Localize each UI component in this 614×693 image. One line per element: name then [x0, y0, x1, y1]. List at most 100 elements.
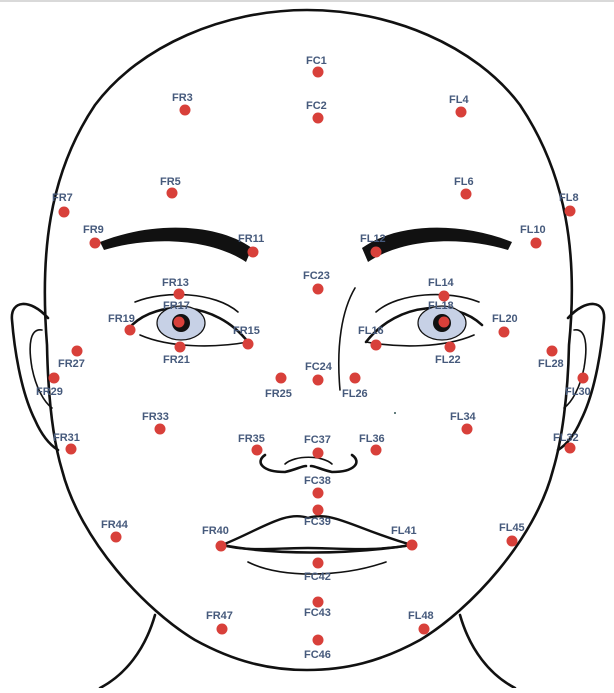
landmark-dot [313, 635, 324, 646]
landmark-label: FL48 [408, 610, 434, 622]
landmark-label: FR11 [238, 233, 264, 245]
landmark-dot [313, 558, 324, 569]
landmark-label: FC1 [306, 55, 327, 67]
landmark-dot [90, 238, 101, 249]
landmark-point: FL36 [359, 433, 385, 456]
landmark-label: FR17 [163, 300, 190, 312]
landmark-dot [371, 340, 382, 351]
landmark-point: FL26 [342, 373, 368, 401]
landmark-label: FC2 [306, 100, 327, 112]
landmark-dot [72, 346, 83, 357]
landmark-label: FL10 [520, 224, 546, 236]
landmark-point: FL48 [408, 610, 434, 635]
speck [394, 412, 396, 414]
landmark-dot [565, 206, 576, 217]
landmark-label: FC24 [305, 361, 333, 373]
landmark-label: FL18 [428, 300, 454, 312]
landmark-label: FC37 [304, 434, 331, 446]
landmark-dot [111, 532, 122, 543]
landmark-label: FR29 [36, 386, 63, 398]
landmark-point: FR44 [101, 519, 129, 543]
nose-tip [285, 457, 332, 464]
landmark-dot [313, 284, 324, 295]
landmark-point: FC39 [304, 505, 331, 529]
landmark-point: FR15 [233, 325, 260, 350]
landmark-point: FL34 [450, 411, 477, 435]
landmark-label: FR47 [206, 610, 233, 622]
landmark-label: FL41 [391, 525, 417, 537]
landmark-label: FL36 [359, 433, 385, 445]
landmark-point: FC37 [304, 434, 331, 459]
landmark-label: FL34 [450, 411, 477, 423]
landmark-dot [371, 247, 382, 258]
landmark-point: FL4 [449, 94, 469, 118]
landmark-point: FR7 [52, 192, 73, 218]
landmark-label: FC38 [304, 475, 331, 487]
landmark-dot [565, 443, 576, 454]
landmark-dot [276, 373, 287, 384]
landmark-label: FR25 [265, 388, 292, 400]
landmark-label: FR13 [162, 277, 189, 289]
landmark-point: FC23 [303, 270, 330, 295]
landmark-dot [167, 188, 178, 199]
landmark-dot [461, 189, 472, 200]
landmark-dot [350, 373, 361, 384]
landmark-label: FL28 [538, 358, 564, 370]
landmark-dot [313, 113, 324, 124]
landmark-point: FC2 [306, 100, 327, 124]
neck-left [100, 615, 155, 688]
landmark-dot [507, 536, 518, 547]
landmark-point: FC24 [305, 361, 333, 386]
landmark-dot [243, 339, 254, 350]
landmark-label: FL32 [553, 432, 579, 444]
landmark-label: FL30 [565, 386, 591, 398]
landmark-point: FC43 [304, 597, 331, 620]
landmark-dot [407, 540, 418, 551]
landmark-dot [445, 342, 456, 353]
landmark-label: FR33 [142, 411, 169, 423]
landmark-point: FL10 [520, 224, 546, 249]
landmark-point: FC46 [304, 635, 331, 662]
landmark-dot [49, 373, 60, 384]
landmark-label: FL4 [449, 94, 469, 106]
landmark-label: FR21 [163, 354, 190, 366]
landmark-dot [174, 317, 185, 328]
landmark-point: FR9 [83, 224, 104, 249]
landmark-label: FC23 [303, 270, 330, 282]
landmark-label: FR7 [52, 192, 73, 204]
landmark-point: FR27 [58, 346, 85, 371]
landmark-point: FL28 [538, 346, 564, 371]
landmark-label: FR3 [172, 92, 193, 104]
landmark-label: FC46 [304, 649, 331, 661]
landmark-point: FR19 [108, 313, 136, 336]
landmark-label: FL20 [492, 313, 518, 325]
landmark-label: FL8 [559, 192, 579, 204]
landmark-dot [248, 247, 259, 258]
landmark-dot [578, 373, 589, 384]
landmark-label: FL14 [428, 277, 455, 289]
points-layer: FC1FC2 FR3 FL4FR5 FL6FR7 FL8FR9 FL10FR11 FL12F… [36, 55, 591, 661]
neck-right [460, 615, 515, 688]
eyebrow-right [100, 228, 252, 262]
landmark-point: FR35 [238, 433, 265, 456]
landmark-label: FR40 [202, 525, 229, 537]
landmark-point: FC38 [304, 475, 331, 499]
landmark-point: FR3 [172, 92, 193, 116]
landmark-label: FL45 [499, 522, 525, 534]
landmark-dot [531, 238, 542, 249]
landmark-point: FC42 [304, 558, 331, 584]
landmark-dot [180, 105, 191, 116]
landmark-dot [313, 448, 324, 459]
landmark-label: FR9 [83, 224, 104, 236]
landmark-dot [462, 424, 473, 435]
landmark-point: FL22 [435, 342, 461, 367]
landmark-label: FL22 [435, 354, 461, 366]
landmark-dot [371, 445, 382, 456]
landmark-dot [217, 624, 228, 635]
landmark-label: FR15 [233, 325, 260, 337]
landmark-label: FL12 [360, 233, 386, 245]
landmark-point: FL6 [454, 176, 474, 200]
landmark-point: FR13 [162, 277, 189, 300]
landmark-label: FR19 [108, 313, 135, 325]
landmark-point: FR5 [160, 176, 181, 199]
